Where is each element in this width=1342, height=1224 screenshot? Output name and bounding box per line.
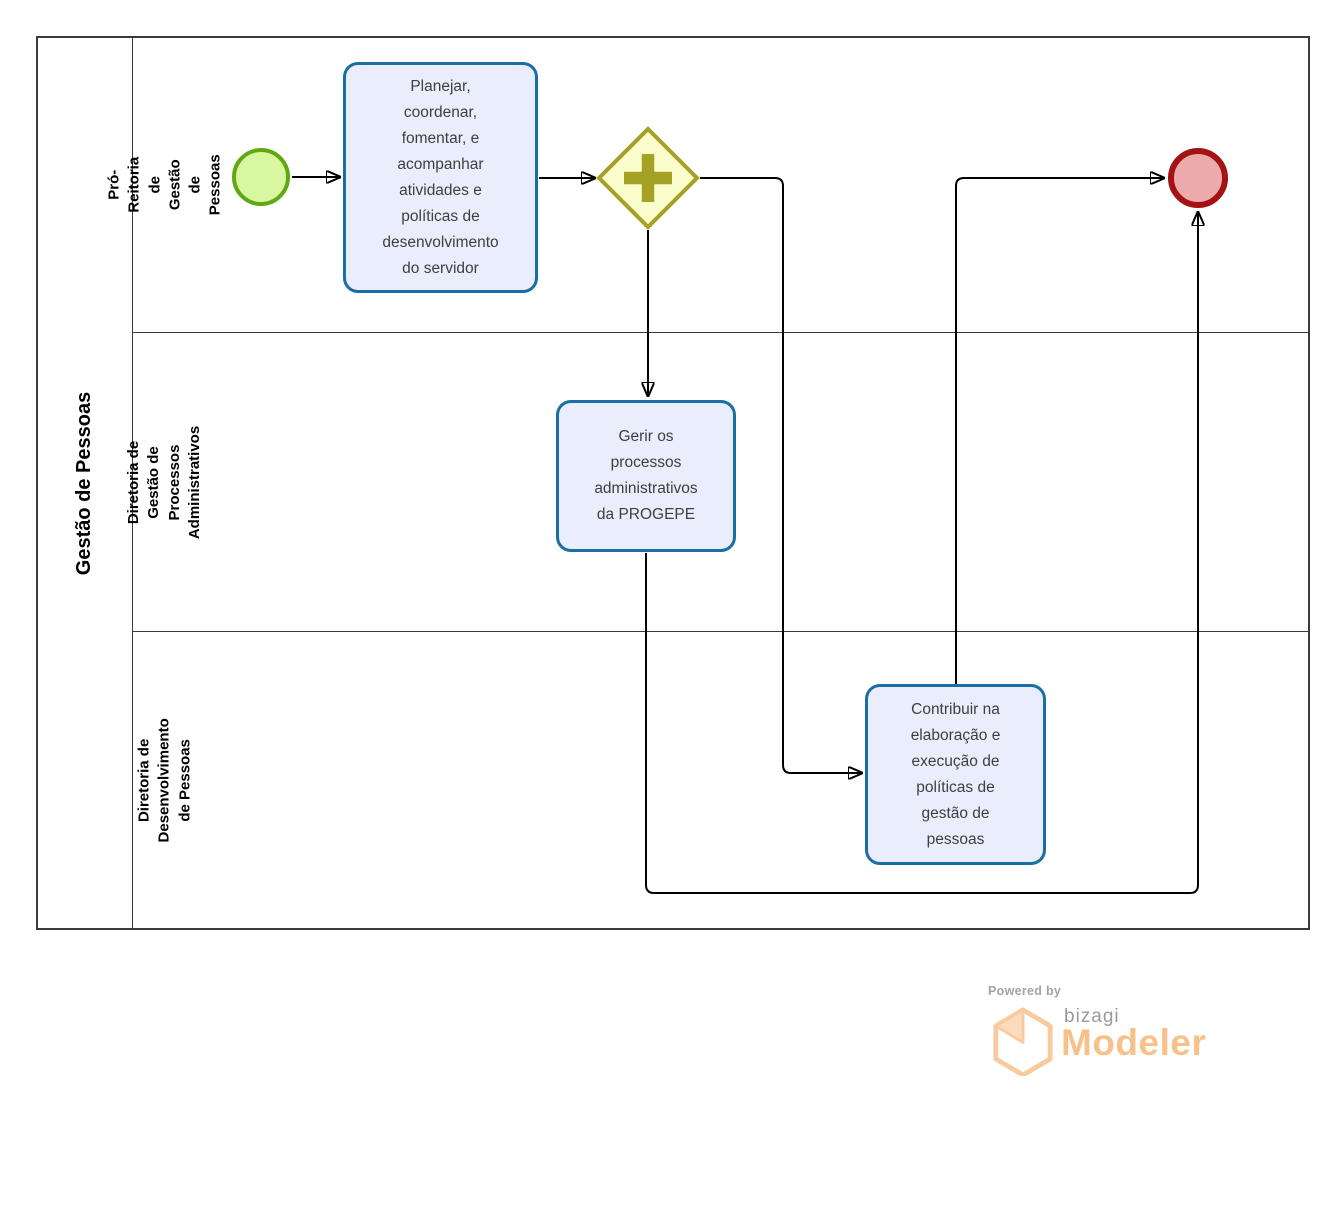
pool-title-band: Gestão de Pessoas — [38, 38, 133, 928]
lane-diretoria-de-desenvolvimento-de-pessoas: Diretoria de Desenvolvimento de Pessoas — [133, 631, 1308, 928]
parallel-gateway[interactable] — [596, 126, 700, 230]
end-event[interactable] — [1168, 148, 1228, 208]
bizagi-hexagon-icon — [993, 1007, 1053, 1076]
task-label: Planejar, coordenar, fomentar, e acompan… — [382, 77, 499, 277]
flow-task-contribuir-to-end[interactable] — [955, 178, 1164, 684]
task-gerir[interactable]: Gerir os processos administrativos da PR… — [556, 400, 736, 552]
task-contribuir[interactable]: Contribuir na elaboração e execução de p… — [865, 684, 1046, 865]
modeler-wordmark: Modeler — [1061, 1022, 1207, 1063]
start-event[interactable] — [232, 148, 290, 206]
bizagi-wordmark: bizagi — [1064, 1006, 1120, 1027]
plus-icon — [624, 154, 672, 202]
flow-task-gerir-to-end[interactable] — [645, 212, 1198, 894]
powered-by-label: Powered by — [988, 984, 1062, 998]
flow-gateway-to-task-contribuir[interactable] — [700, 177, 862, 773]
task-planejar[interactable]: Planejar, coordenar, fomentar, e acompan… — [343, 62, 538, 293]
bizagi-modeler-logo[interactable]: Powered by bizagi Modeler — [986, 980, 1256, 1090]
task-label: Gerir os processos administrativos da PR… — [594, 428, 698, 523]
task-label: Contribuir na elaboração e execução de p… — [910, 700, 1001, 848]
lane-diretoria-de-gestao-de-processos-administrativos: Diretoria de Gestão de Processos Adminis… — [126, 332, 1308, 631]
